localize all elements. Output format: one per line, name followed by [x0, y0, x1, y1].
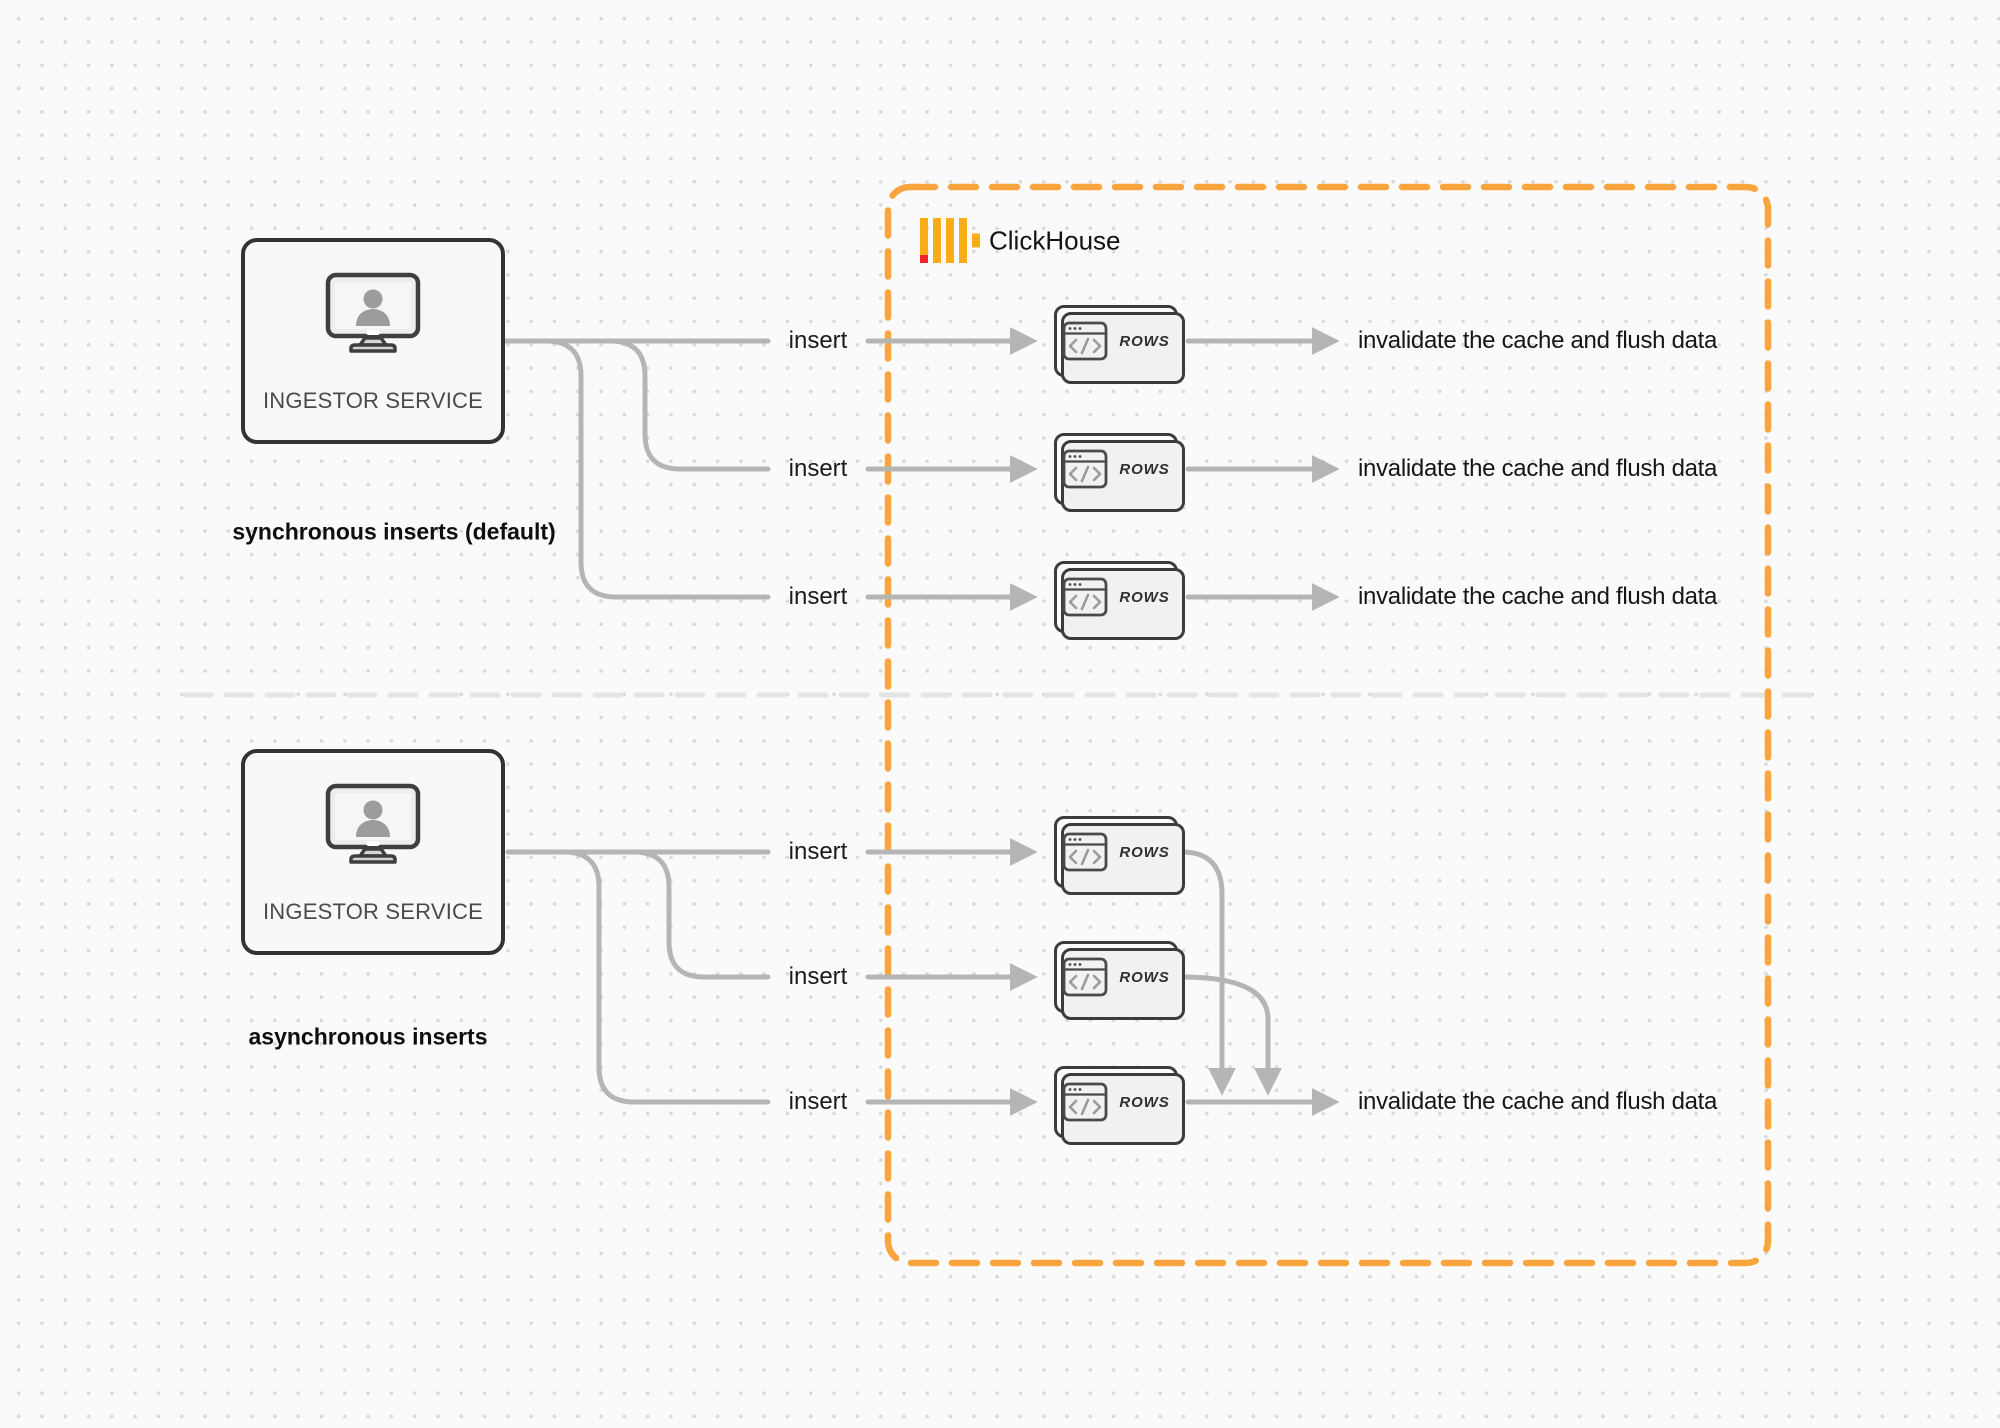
clickhouse-dashed-border	[884, 183, 1772, 1267]
async-ingestor-box: INGESTOR SERVICE	[241, 749, 505, 955]
async-merge-arrow-1	[1179, 849, 1236, 1096]
sync-ingestor-box: INGESTOR SERVICE	[241, 238, 505, 444]
monitor-user-icon	[325, 783, 421, 864]
browser-window-icon	[1062, 321, 1108, 361]
async-branch2-line	[631, 849, 771, 980]
browser-window-icon	[1062, 1082, 1108, 1122]
async-rows-card-1: ROWS	[1054, 816, 1178, 888]
sync-result-label-3: invalidate the cache and flush data	[1358, 583, 1718, 610]
rows-label: ROWS	[1119, 1093, 1170, 1111]
rows-label: ROWS	[1119, 588, 1170, 606]
async-rows-card-3: ROWS	[1054, 1066, 1178, 1138]
rows-label: ROWS	[1119, 843, 1170, 861]
sync-section-label: synchronous inserts (default)	[232, 518, 556, 545]
clickhouse-title: ClickHouse	[989, 225, 1121, 256]
async-rows-card-2: ROWS	[1054, 941, 1178, 1013]
sync-ingestor-label: INGESTOR SERVICE	[263, 388, 483, 413]
async-merge-arrow-2	[1179, 974, 1282, 1096]
sync-insert-label-2: insert	[788, 455, 848, 482]
async-insert-label-3: insert	[788, 1088, 848, 1115]
async-insert-label-2: insert	[788, 963, 848, 990]
rows-label: ROWS	[1119, 332, 1170, 350]
sync-rows-card-3: ROWS	[1054, 561, 1178, 633]
sync-branch3-line	[543, 338, 771, 600]
clickhouse-logo-icon	[920, 218, 980, 263]
async-section-label: asynchronous inserts	[248, 1023, 488, 1050]
monitor-user-icon	[325, 272, 421, 353]
sync-result-label-1: invalidate the cache and flush data	[1358, 327, 1718, 354]
async-insert-label-1: insert	[788, 838, 848, 865]
async-result-label: invalidate the cache and flush data	[1358, 1088, 1718, 1115]
async-ingestor-label: INGESTOR SERVICE	[263, 899, 483, 924]
sync-result-label-2: invalidate the cache and flush data	[1358, 455, 1718, 482]
sync-insert-label-1: insert	[788, 327, 848, 354]
browser-window-icon	[1062, 577, 1108, 617]
sync-rows-card-2: ROWS	[1054, 433, 1178, 505]
sync-insert-label-3: insert	[788, 583, 848, 610]
async-connectors	[505, 838, 1340, 1116]
sync-connectors	[503, 327, 1340, 611]
browser-window-icon	[1062, 832, 1108, 872]
rows-label: ROWS	[1119, 460, 1170, 478]
async-branch3-line	[561, 849, 771, 1105]
sync-branch2-line	[607, 338, 771, 472]
browser-window-icon	[1062, 449, 1108, 489]
sync-rows-card-1: ROWS	[1054, 305, 1178, 377]
browser-window-icon	[1062, 957, 1108, 997]
rows-label: ROWS	[1119, 968, 1170, 986]
